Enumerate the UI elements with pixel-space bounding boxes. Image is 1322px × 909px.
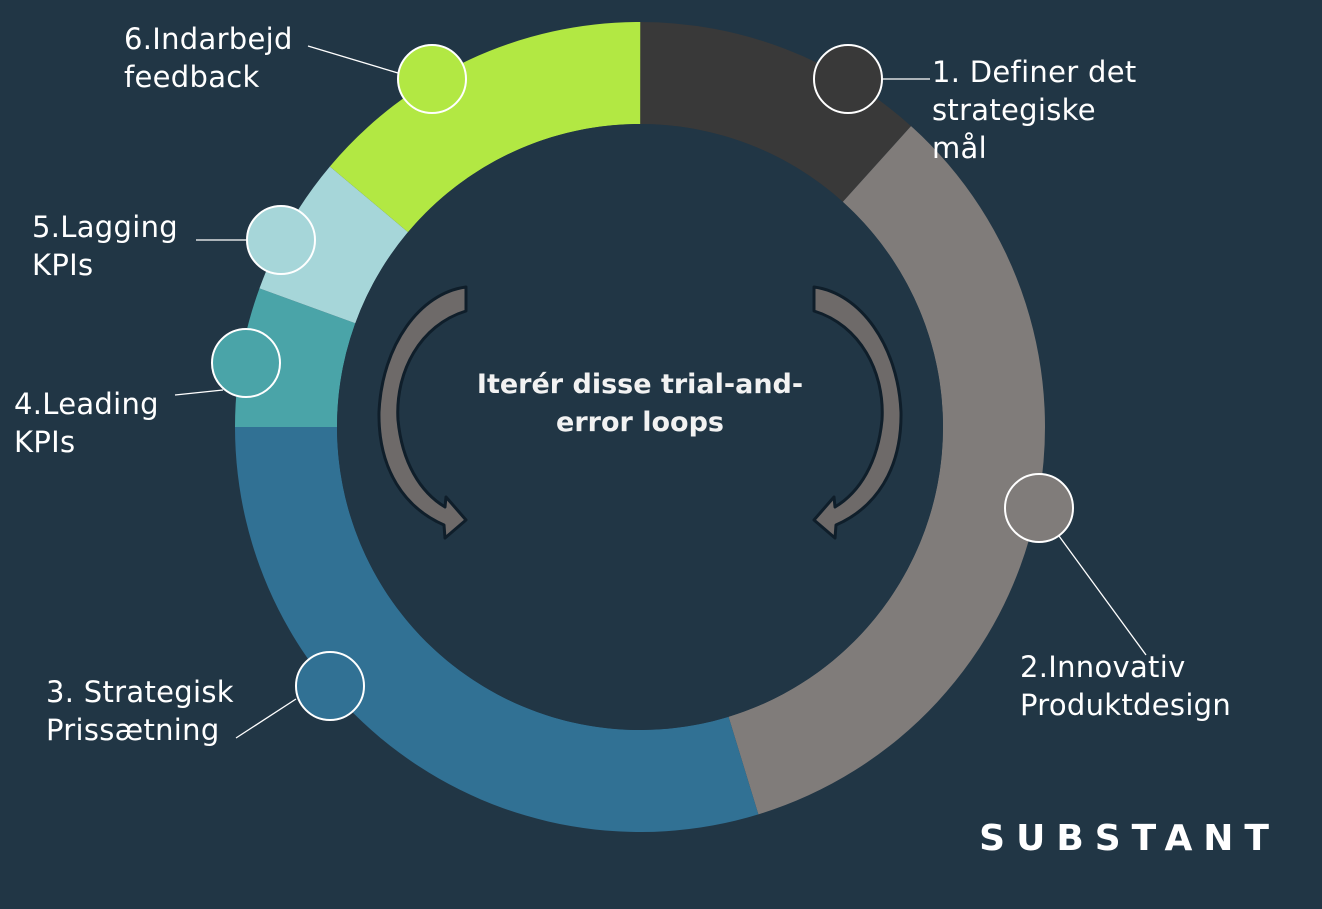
- step-marker-6: [397, 44, 467, 114]
- loop-arrow-left-icon: [377, 285, 468, 540]
- ring-segments: [235, 21, 1046, 832]
- ring-segment-5: [259, 166, 408, 324]
- step-label-6: 6.Indarbejd feedback: [124, 22, 293, 94]
- ring-segment-2: [728, 126, 1046, 815]
- label-connectors: [174, 45, 1147, 739]
- step-markers: [211, 44, 1074, 721]
- ring-segment-3: [235, 427, 759, 832]
- connector-line-3: [235, 698, 297, 739]
- connector-line-2: [1058, 535, 1147, 656]
- step-label-2: 2.Innovativ Produktdesign: [1020, 650, 1232, 722]
- brand-logo: SUBSTANT: [979, 818, 1280, 859]
- step-marker-5: [246, 205, 316, 275]
- connector-line-6: [307, 45, 399, 74]
- step-marker-2: [1004, 473, 1074, 543]
- step-marker-1: [813, 44, 883, 114]
- ring-center: [337, 124, 943, 730]
- ring-segment-6: [329, 21, 641, 233]
- step-marker-3: [295, 651, 365, 721]
- connector-line-4: [174, 389, 224, 396]
- ring-segment-1: [640, 22, 912, 202]
- step-label-4: 4.Leading KPIs: [14, 387, 159, 459]
- step-marker-4: [211, 328, 281, 398]
- loop-arrow-right-icon: [812, 285, 903, 540]
- step-label-3: 3. Strategisk Prissætning: [46, 675, 234, 747]
- step-label-5: 5.Lagging KPIs: [32, 210, 178, 282]
- center-text: Iterér disse trial-and- error loops: [476, 369, 804, 438]
- step-label-1: 1. Definer det strategiske mål: [932, 55, 1137, 165]
